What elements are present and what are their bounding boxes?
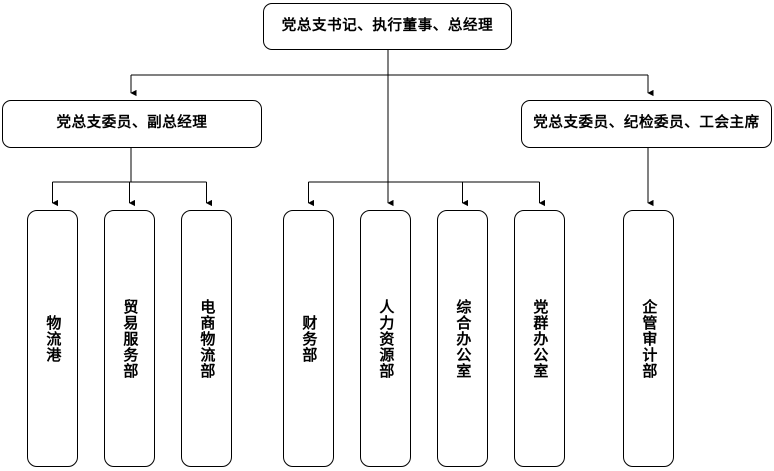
node-top-leader-label: 党总支书记、执行董事、总经理 (281, 17, 494, 34)
node-dept-ecommerce-logistics-label: 电商物流部 (198, 298, 217, 379)
node-dept-general-office[interactable]: 综合办公室 (437, 210, 488, 467)
node-dept-enterprise-audit-label: 企管审计部 (640, 298, 659, 379)
node-discipline-union[interactable]: 党总支委员、纪检委员、工会主席 (521, 100, 772, 148)
node-deputy-gm[interactable]: 党总支委员、副总经理 (2, 100, 262, 148)
node-dept-enterprise-audit[interactable]: 企管审计部 (623, 210, 674, 467)
node-dept-logistics-port-label: 物流港 (44, 314, 63, 363)
node-dept-general-office-label: 综合办公室 (454, 298, 473, 379)
node-discipline-union-label: 党总支委员、纪检委员、工会主席 (533, 115, 760, 132)
node-dept-logistics-port[interactable]: 物流港 (27, 210, 78, 467)
node-deputy-gm-label: 党总支委员、副总经理 (56, 115, 208, 132)
node-dept-party-mass-office[interactable]: 党群办公室 (514, 210, 565, 467)
node-dept-finance[interactable]: 财务部 (283, 210, 334, 467)
node-dept-finance-label: 财务部 (300, 314, 319, 363)
node-dept-trade-service[interactable]: 贸易服务部 (104, 210, 155, 467)
node-dept-ecommerce-logistics[interactable]: 电商物流部 (181, 210, 232, 467)
node-dept-human-resources-label: 人力资源部 (377, 298, 396, 379)
node-dept-human-resources[interactable]: 人力资源部 (360, 210, 411, 467)
node-dept-party-mass-office-label: 党群办公室 (531, 298, 550, 379)
node-top-leader[interactable]: 党总支书记、执行董事、总经理 (263, 3, 512, 50)
node-dept-trade-service-label: 贸易服务部 (121, 298, 140, 379)
